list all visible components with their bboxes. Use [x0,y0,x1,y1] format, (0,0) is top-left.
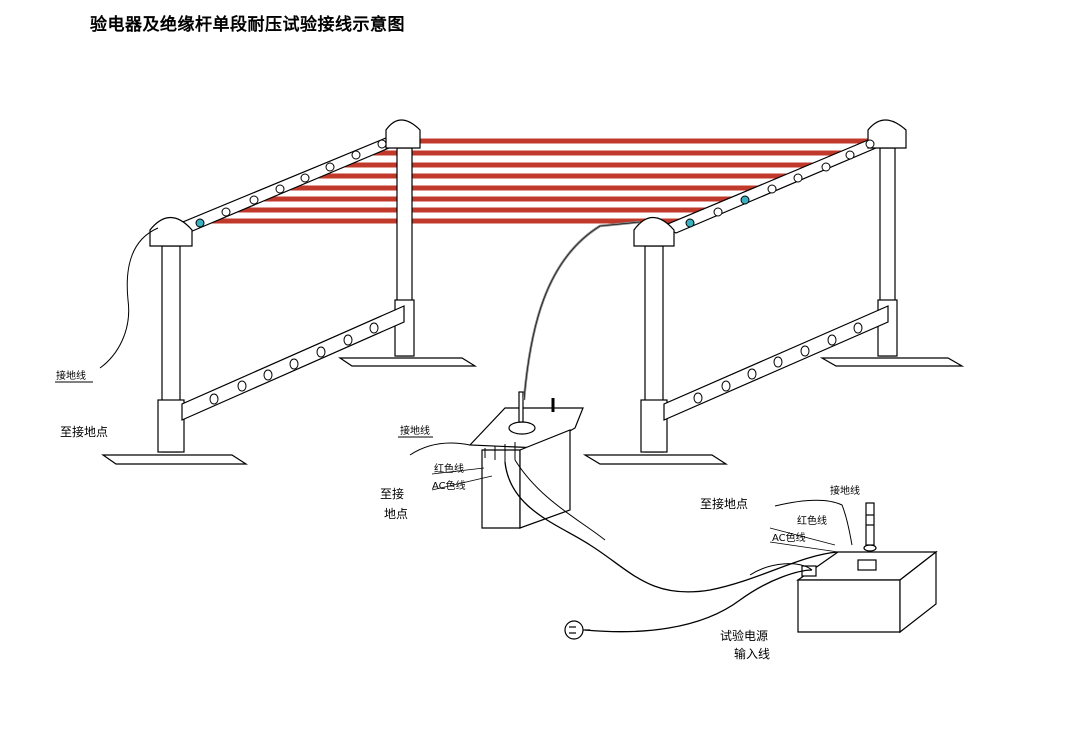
right-back-foot [819,357,965,367]
label-to-ground-left: 至接地点 [60,424,108,439]
label-to-ground-mid-2: 地点 [384,507,408,521]
console-side [899,550,937,634]
left-back-cap [385,119,421,149]
test-transformer [468,391,584,529]
left-support-frame [101,119,478,465]
right-rail-holes [693,322,863,404]
label-red-wire-mid: 红色线 [434,462,464,475]
label-red-wire-right: 红色线 [797,514,827,527]
right-beam-hooks [685,139,875,228]
console-cable [504,461,839,593]
label-power-input-2: 输入线 [734,646,770,661]
label-ac-wire-right: AC色线 [772,531,806,544]
console-ground-wire [774,499,853,546]
left-back-foot [338,357,478,367]
power-plug [564,620,590,640]
left-rail-holes [209,322,379,405]
left-beam-hooks [195,139,387,228]
control-console [796,502,938,634]
right-support-frame [582,119,965,465]
left-top-beam [176,132,410,233]
label-to-ground-right: 至接地点 [700,496,748,511]
label-to-ground-mid-1: 至接 [380,486,404,501]
label-ac-wire-mid: AC色线 [432,479,466,492]
right-front-cap [633,216,675,247]
page-title: 验电器及绝缘杆单段耐压试验接线示意图 [90,15,405,35]
transformer-ground-wire [409,442,471,456]
label-ground-wire-right: 接地线 [830,484,860,497]
label-ground-wire-mid: 接地线 [400,424,430,437]
hv-lead [522,220,641,401]
label-power-input-1: 试验电源 [720,628,768,643]
right-top-beam [661,134,892,234]
left-front-foot [101,454,249,465]
left-front-cap [149,216,193,247]
hv-bushing [508,421,536,435]
indicator-lamp [865,502,875,546]
left-ground-wire [99,227,159,369]
console-front [797,579,901,633]
right-front-foot [582,454,729,465]
label-ground-wire-left: 接地线 [56,369,86,382]
transformer-terminals [484,442,516,462]
power-input-cable [584,569,813,633]
right-back-cap [867,119,907,149]
test-conductors [202,138,875,224]
